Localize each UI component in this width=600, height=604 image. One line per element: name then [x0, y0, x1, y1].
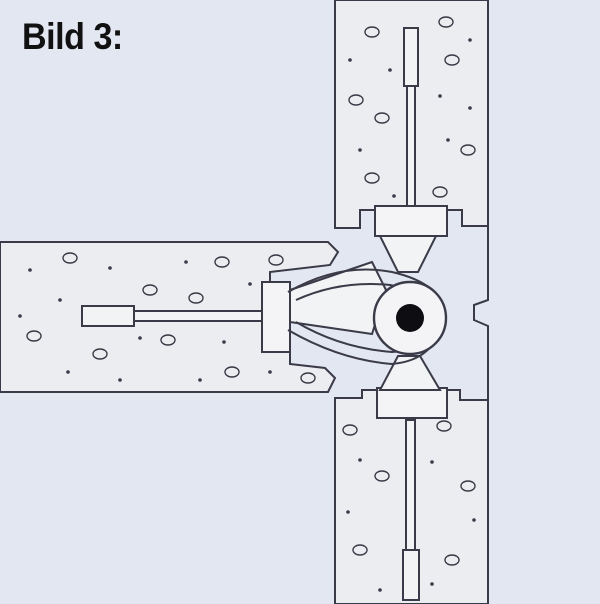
figure-title: Bild 3:: [22, 16, 123, 57]
concrete-dots: [18, 38, 476, 592]
joint-right-edge: [460, 225, 489, 401]
anchor-blocks: [261, 205, 448, 419]
vertical-tie-rod: [402, 27, 420, 601]
hub-center: [396, 304, 424, 332]
